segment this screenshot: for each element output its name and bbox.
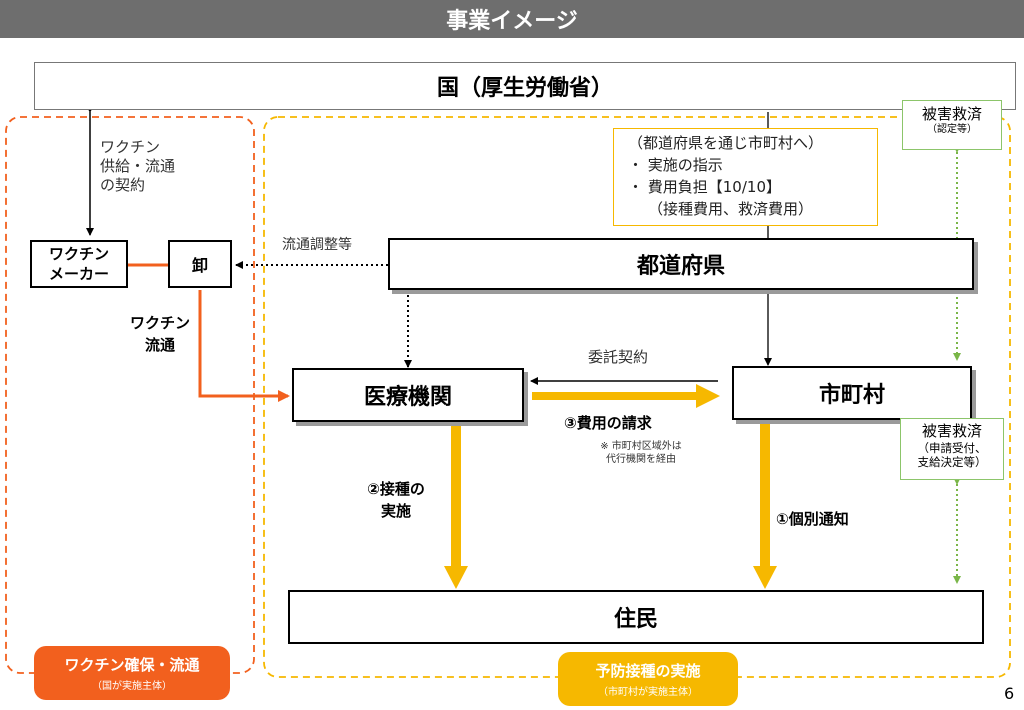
vaccine-distribution-badge: ワクチン確保・流通 （国が実施主体） xyxy=(34,646,230,700)
page-header: 事業イメージ xyxy=(0,0,1024,38)
supply-contract-label: ワクチン 供給・流通 の契約 xyxy=(100,138,176,194)
outside-area-note: ※ 市町村区域外は 代行機関を経由 xyxy=(600,441,682,465)
vaccination-label: ②接種の 実施 xyxy=(367,480,425,520)
relief-box-top: 被害救済 （認定等） xyxy=(902,100,1002,150)
individual-notice-label: ①個別通知 xyxy=(776,510,849,528)
country-label: 国（厚生労働省） xyxy=(436,76,613,101)
wholesaler-box: 卸 xyxy=(168,240,232,288)
prefecture-box: 都道府県 xyxy=(388,238,974,290)
relief-box-bottom: 被害救済 （申請受付、 支給決定等） xyxy=(900,418,1004,480)
page-number: 6 xyxy=(1004,684,1015,703)
arrow-vaccination-head xyxy=(444,566,468,589)
distribution-adjust-label: 流通調整等 xyxy=(282,237,352,253)
consignment-label: 委託契約 xyxy=(588,348,649,366)
page-title: 事業イメージ xyxy=(446,9,578,34)
country-box: 国（厚生労働省） xyxy=(34,62,1016,110)
medical-institution-box: 医療機関 xyxy=(292,368,524,422)
arrow-vaccination-shaft xyxy=(451,424,461,568)
arrow-vaccine-flow xyxy=(198,290,290,402)
arrow-cost-claim-head xyxy=(696,384,720,408)
vaccine-flow-label: ワクチン 流通 xyxy=(129,314,190,354)
vaccine-maker-box: ワクチン メーカー xyxy=(30,240,128,288)
cost-claim-label: ③費用の請求 xyxy=(564,414,652,432)
vaccination-badge: 予防接種の実施 （市町村が実施主体） xyxy=(558,652,738,706)
arrow-notice-shaft xyxy=(760,424,770,568)
instruction-box: （都道府県を通じ市町村へ） ・ 実施の指示 ・ 費用負担【10/10】 （接種費… xyxy=(613,128,878,226)
arrow-notice-head xyxy=(753,566,777,589)
residents-box: 住民 xyxy=(288,590,984,644)
municipality-box: 市町村 xyxy=(732,366,972,420)
